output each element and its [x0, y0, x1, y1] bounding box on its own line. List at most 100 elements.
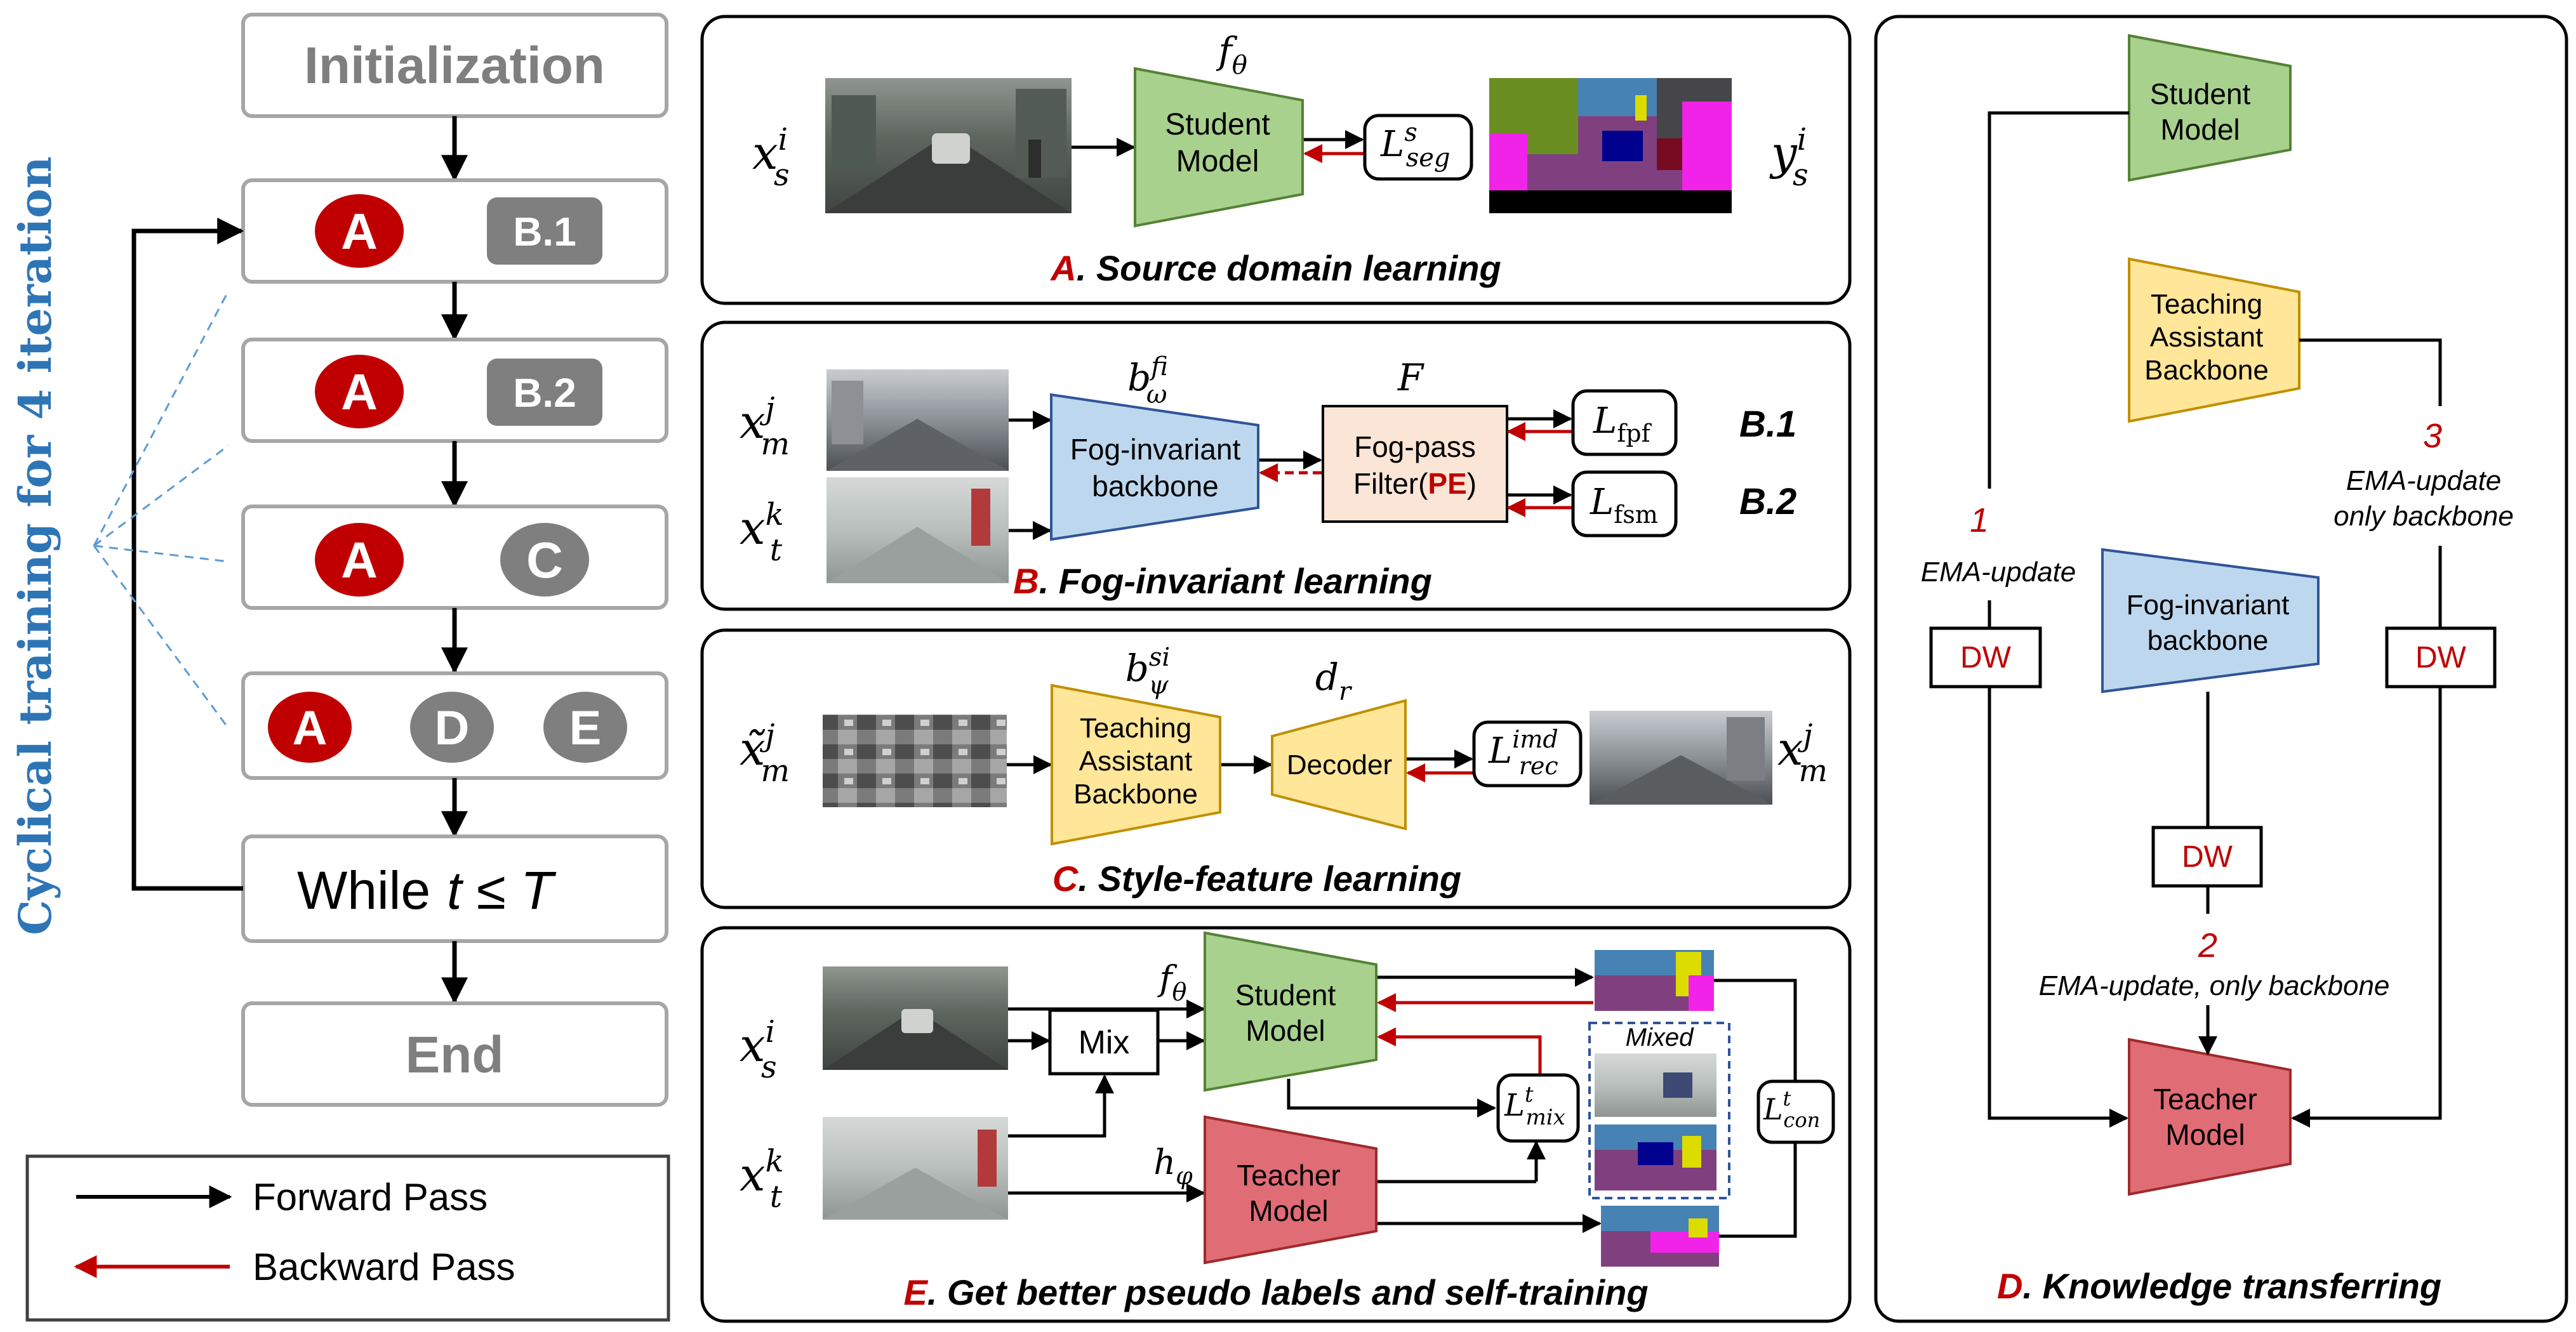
student-model-label: Student: [2150, 77, 2251, 110]
panel-a-title: A. Source domain learning: [1049, 248, 1501, 288]
rec-loss-box: [1472, 720, 1583, 788]
forward-pass-label: Forward Pass: [253, 1176, 488, 1218]
step3-label: EMA-update: [2346, 465, 2502, 496]
badge-a-label: A: [293, 701, 328, 755]
mixed-image: [1595, 1053, 1716, 1117]
legend: Forward Pass Backward Pass: [25, 1154, 670, 1322]
dw-label-1: DW: [1960, 641, 2012, 675]
fog-pass-filter-box: [1322, 405, 1508, 523]
fpf-loss-box: [1571, 389, 1678, 456]
teacher-model-label: Teacher: [2153, 1083, 2257, 1116]
step2-number: 2: [2198, 926, 2217, 965]
badge-a: [315, 194, 404, 268]
fog-pass-filter-label: Fog-pass: [1354, 430, 1476, 463]
tag-b2: B.2: [1739, 481, 1796, 522]
student-model-label: Student: [1235, 979, 1336, 1012]
fog-invariant-backbone-label: backbone: [1092, 470, 1219, 503]
end-label: End: [406, 1026, 504, 1084]
mixed-label-map: [1595, 1124, 1716, 1190]
step-a-b1-box: [241, 178, 668, 284]
decoder-param: dr: [1315, 656, 1353, 706]
panel-d-title: D. Knowledge transferring: [1997, 1266, 2441, 1306]
teacher-model-trapezoid: [2128, 1038, 2292, 1196]
teacher-prediction-map: [1601, 1206, 1719, 1267]
dw-label-2: DW: [2182, 840, 2233, 874]
badge-a: [268, 692, 352, 763]
ta-backbone-label: Backbone: [2144, 355, 2269, 386]
badge-a: [315, 523, 404, 597]
fsm-loss-label: Lfsm: [1590, 482, 1658, 529]
teacher-model-label: Model: [1249, 1194, 1328, 1227]
step3-label: only backbone: [2334, 501, 2514, 532]
fog-invariant-backbone-label: Fog-invariant: [1070, 433, 1241, 466]
teacher-model-label: Model: [2165, 1118, 2245, 1151]
reconstructed-image: [1590, 711, 1772, 805]
badge-e: [543, 692, 627, 763]
panel-c-title: C. Style-feature learning: [1052, 859, 1461, 899]
target-fog-image: [823, 1117, 1008, 1220]
foggy-city-image: [827, 369, 1009, 471]
student-model-trapezoid: [2128, 34, 2292, 182]
panel-d-knowledge-transferring: Student Model Teaching Assistant Backbon…: [1874, 15, 2568, 1323]
student-model-trapezoid: [1134, 67, 1304, 228]
step1-number: 1: [1970, 501, 1989, 539]
badge-a-label: A: [341, 364, 378, 420]
mix-label: Mix: [1079, 1024, 1130, 1061]
ta-backbone-label: Teaching: [1080, 713, 1192, 744]
student-model-label: Model: [1176, 145, 1259, 178]
step3-number: 3: [2423, 417, 2442, 455]
decoder-label: Decoder: [1287, 749, 1392, 781]
backward-pass-label: Backward Pass: [253, 1246, 515, 1288]
dw-box-3: [2385, 626, 2497, 689]
loop-back-arrow: [131, 218, 244, 891]
ta-backbone-label: Assistant: [1079, 746, 1193, 777]
badge-b1-label: B.1: [513, 209, 576, 254]
mixed-label: Mixed: [1626, 1024, 1694, 1052]
step-a-b2-box: [241, 338, 668, 443]
fog-invariant-backbone-label: Fog-invariant: [2127, 590, 2290, 621]
panel-e-title: E. Get better pseudo labels and self-tra…: [903, 1272, 1648, 1312]
mix-loss-box: [1496, 1073, 1580, 1143]
panel-b-title: B. Fog-invariant learning: [1013, 561, 1432, 601]
badge-a: [315, 355, 404, 428]
mix-box: [1048, 1008, 1160, 1076]
source-street-image: [825, 78, 1072, 213]
source-segmentation-map: [1489, 78, 1732, 213]
tag-b1: B.1: [1739, 404, 1796, 445]
student-model-label: Model: [1245, 1014, 1325, 1047]
badge-b2: [487, 359, 602, 426]
ta-backbone-trapezoid: [1051, 683, 1221, 846]
fsm-loss-box: [1571, 470, 1678, 537]
badge-c-label: C: [526, 532, 563, 588]
ta-backbone-label: Assistant: [2150, 322, 2264, 353]
fog-invariant-backbone-trapezoid: [2101, 548, 2320, 694]
real-fog-image: [827, 477, 1009, 583]
decoder-trapezoid: [1271, 699, 1407, 831]
seg-loss-box: [1363, 114, 1473, 181]
teacher-param: hφ: [1153, 1142, 1193, 1190]
dw-label-3: DW: [2415, 641, 2467, 675]
cyclical-training-label: Cyclical training for 4 iteration: [9, 156, 62, 935]
badge-a-label: A: [341, 203, 378, 260]
student-model-label: Model: [2160, 113, 2240, 146]
badge-b1: [487, 197, 602, 265]
fog-pass-filter-param: F: [1397, 356, 1424, 399]
step2-label: EMA-update, only backbone: [2039, 970, 2390, 1001]
fog-pass-filter-label: Filter(PE): [1353, 467, 1477, 500]
con-loss-box: [1756, 1079, 1835, 1144]
